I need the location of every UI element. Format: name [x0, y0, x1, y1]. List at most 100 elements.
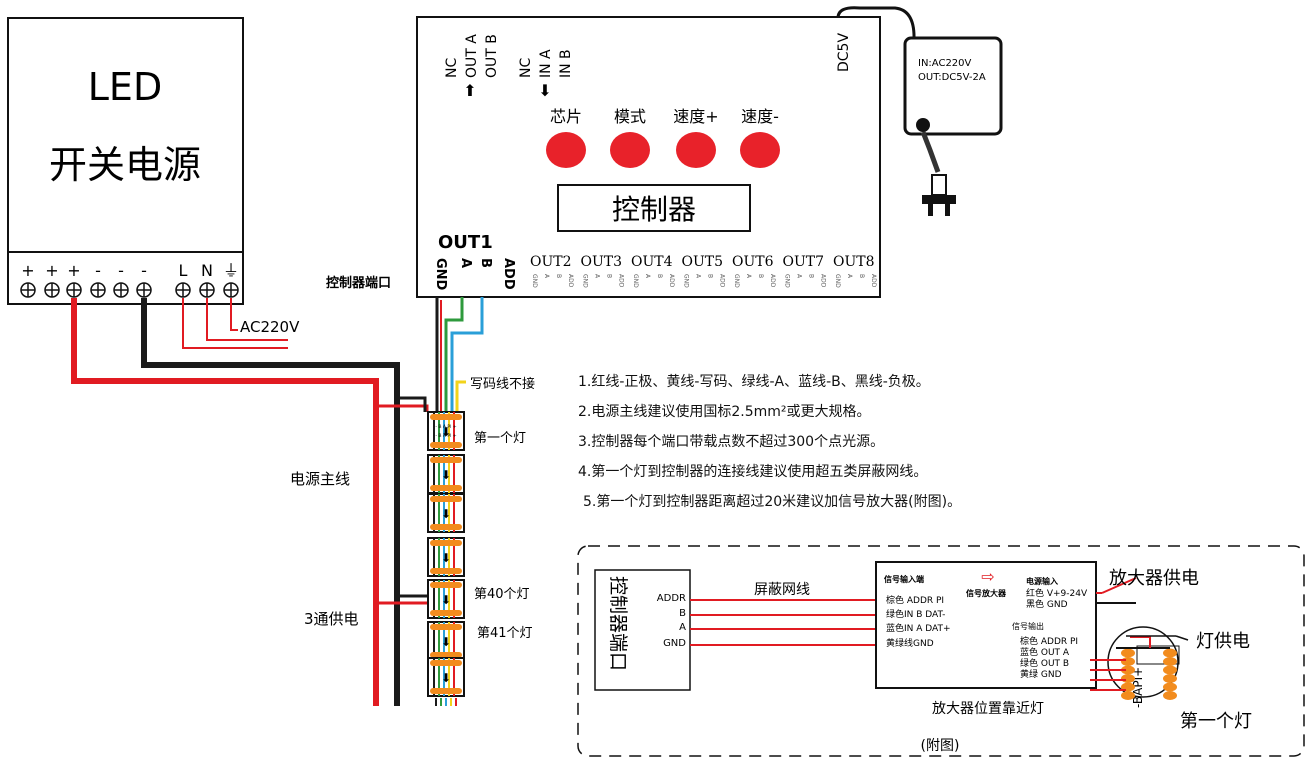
pcb-leds — [1121, 648, 1177, 700]
adapter-in: IN:AC220V — [918, 58, 972, 69]
port-pin-label: B — [606, 274, 613, 278]
out1-pin-label: A — [458, 258, 473, 268]
controller-button[interactable] — [610, 132, 650, 168]
port-label: OUT7 — [783, 254, 825, 270]
amp-in-title: 信号输入端 — [884, 574, 924, 584]
power-in-item: 红色 V+9-24V — [1026, 587, 1088, 599]
arrow-down-icon: ⬇ — [441, 593, 451, 607]
button-label: 芯片 — [550, 107, 582, 126]
appendix-pin-label: ADDR — [657, 593, 686, 604]
port-pin-label: GND — [834, 274, 841, 288]
note-item: 1.红线-正极、黄线-写码、绿线-A、蓝线-B、黑线-负极。 — [578, 374, 930, 390]
arrow-down-icon: ⬇ — [441, 551, 451, 565]
port-label: OUT8 — [833, 254, 875, 270]
appendix-port-box-label: 控制器端口 — [607, 576, 629, 671]
note-item: 3.控制器每个端口带载点数不超过300个点光源。 — [578, 434, 885, 450]
led-pad — [1163, 682, 1177, 692]
light41-label: 第41个灯 — [477, 626, 533, 641]
top-out-label: OUT A — [464, 34, 480, 78]
ac220v-label: AC220V — [240, 318, 300, 336]
led-pad — [1121, 657, 1135, 666]
note-item: 5.第一个灯到控制器距离超过20米建议加信号放大器(附图)。 — [583, 494, 962, 510]
strip-bottom-wires — [435, 698, 457, 706]
port-pin-label: A — [846, 274, 853, 279]
terminal-sign: - — [95, 261, 101, 280]
psu-title-top: LED — [88, 65, 162, 109]
appendix-first-light: 第一个灯 — [1180, 711, 1252, 732]
terminal-sign: + — [67, 261, 80, 280]
top-in-label: NC — [518, 58, 534, 78]
port-pin-label: ADD — [567, 274, 574, 288]
strip-segment: ⬇- B A PI +- B A PI + — [427, 411, 465, 451]
terminal-sign: N — [201, 261, 213, 280]
port-pin-label: GND — [632, 274, 639, 288]
port-pin-label: GND — [733, 274, 740, 288]
controller-button[interactable] — [546, 132, 586, 168]
arrow-up-icon: ⬆ — [463, 81, 476, 100]
output-item: 蓝色 OUT A — [1020, 646, 1070, 658]
port-pin-label: B — [555, 274, 562, 278]
power-in-item: 黑色 GND — [1026, 598, 1068, 610]
arrow-down-icon: ⬇ — [441, 635, 451, 649]
appendix-port-box — [594, 569, 691, 691]
three-way-label: 3通供电 — [304, 610, 359, 628]
port-pin-label: B — [858, 274, 865, 278]
controller-button[interactable] — [676, 132, 716, 168]
led-pad — [1121, 665, 1135, 675]
arrow-down-icon: ⬇ — [441, 468, 451, 482]
out-title: 信号输出 — [1012, 621, 1044, 631]
port-pin-label: A — [543, 274, 550, 279]
appendix-pin-label: A — [679, 622, 686, 633]
led-pad — [1163, 674, 1177, 683]
top-in-label: IN B — [558, 49, 574, 78]
port-pin-label: GND — [784, 274, 791, 288]
amp-supply-label: 放大器供电 — [1109, 568, 1199, 589]
write-wire-label: 写码线不接 — [470, 376, 535, 392]
amp-in-item: 蓝色IN A DAT+ — [886, 622, 951, 634]
port-label: OUT4 — [631, 254, 673, 270]
arrow-down-icon: ⬇ — [441, 507, 451, 521]
dc5v-label: DC5V — [836, 33, 852, 72]
controller-name-box — [557, 184, 751, 232]
controller-box — [416, 16, 881, 298]
led-pad — [1163, 648, 1177, 658]
led-pad — [1163, 691, 1177, 700]
amp-supply-wires — [1096, 577, 1137, 604]
strip-segment: ⬇ — [427, 537, 465, 577]
arrow-down-icon: ⬇ — [441, 425, 451, 439]
power-in-title: 电源输入 — [1026, 576, 1058, 586]
port-pin-label: GND — [531, 274, 538, 288]
note-item: 2.电源主线建议使用国标2.5mm²或更大规格。 — [578, 404, 871, 420]
amp-name: 信号放大器 — [966, 588, 1007, 598]
arrow-down-icon: ⬇ — [538, 81, 551, 100]
port-pin-label: B — [707, 274, 714, 278]
port-label: OUT6 — [732, 254, 774, 270]
main-power-label: 电源主线 — [290, 470, 350, 488]
port-pin-label: A — [695, 274, 702, 279]
output-item: 棕色 ADDR PI — [1020, 635, 1078, 647]
terminal-sign: L — [179, 261, 188, 280]
controller-port-label: 控制器端口 — [326, 275, 391, 291]
led-pad — [1163, 657, 1177, 666]
amp-in-item: 绿色IN B DAT- — [886, 608, 945, 620]
led-strip: ⬇- B A PI +- B A PI +⬇⬇⬇⬇⬇⬇ — [427, 411, 465, 697]
port-pin-label: ADD — [769, 274, 776, 288]
main-power-wires — [71, 298, 429, 706]
adapter-out: OUT:DC5V-2A — [918, 72, 986, 83]
controller-button[interactable] — [740, 132, 780, 168]
first-light-pcb: -BAPI+ — [1107, 626, 1180, 708]
out1-pin-label: ADD — [501, 258, 516, 290]
terminal-sign: + — [21, 261, 34, 280]
ac-wires — [182, 298, 288, 349]
port-pin-label: A — [796, 274, 803, 279]
